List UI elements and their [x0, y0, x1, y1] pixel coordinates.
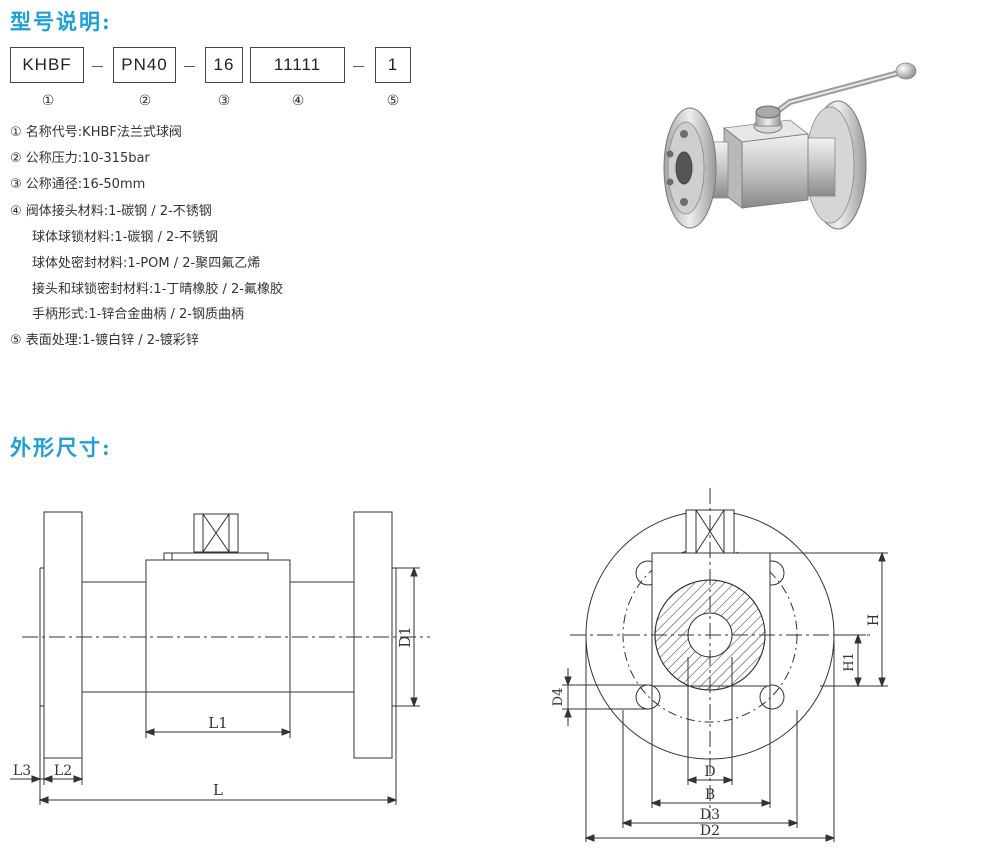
code-box-surface: 1 [375, 47, 411, 83]
label-D: D [704, 764, 715, 780]
model-section-title: 型号说明: [10, 9, 112, 34]
marker-2: ② [138, 93, 152, 109]
dimensions-section-title: 外形尺寸: [10, 435, 112, 460]
label-B: B [705, 787, 715, 803]
marker-5: ⑤ [386, 93, 400, 109]
label-H1: H1 [842, 652, 857, 672]
label-H: H [866, 614, 882, 626]
spec-line: ② 公称压力:10-315bar [10, 151, 150, 166]
spec-line: 球体处密封材料:1-POM / 2-聚四氟乙烯 [32, 256, 261, 271]
ball-valve-photo [663, 62, 917, 230]
label-L: L [213, 781, 223, 799]
side-view-drawing: D1 L1 L3 L2 L [10, 511, 430, 805]
spec-line: 手柄形式:1-锌合金曲柄 / 2-钢质曲柄 [32, 307, 244, 322]
label-D2: D2 [700, 823, 720, 839]
spec-line: ⑤ 表面处理:1-镀白锌 / 2-镀彩锌 [10, 333, 199, 348]
code-dash [184, 66, 195, 67]
label-L1: L1 [208, 714, 228, 732]
marker-4: ④ [291, 93, 305, 109]
code-box-material: 11111 [250, 47, 345, 83]
spec-line: 接头和球锁密封材料:1-丁晴橡胶 / 2-氟橡胶 [32, 282, 283, 297]
label-D3: D3 [700, 807, 720, 823]
code-dash [353, 66, 364, 67]
spec-line: ③ 公称通径:16-50mm [10, 177, 146, 192]
code-box-diameter: 16 [205, 47, 243, 83]
label-D4: D4 [551, 688, 566, 707]
marker-1: ① [41, 93, 55, 109]
spec-line: ① 名称代号:KHBF法兰式球阀 [10, 125, 182, 140]
code-box-name: KHBF [10, 47, 84, 83]
code-dash [92, 66, 103, 67]
front-view-drawing: H H1 D4 D B D3 D2 [551, 488, 888, 842]
spec-line: ④ 阀体接头材料:1-碳钢 / 2-不锈钢 [10, 204, 212, 219]
spec-line: 球体球锁材料:1-碳钢 / 2-不锈钢 [32, 230, 218, 245]
label-L3: L3 [13, 763, 31, 779]
marker-3: ③ [217, 93, 231, 109]
label-D1: D1 [396, 626, 414, 648]
label-L2: L2 [54, 763, 72, 779]
code-box-pressure: PN40 [113, 47, 176, 83]
